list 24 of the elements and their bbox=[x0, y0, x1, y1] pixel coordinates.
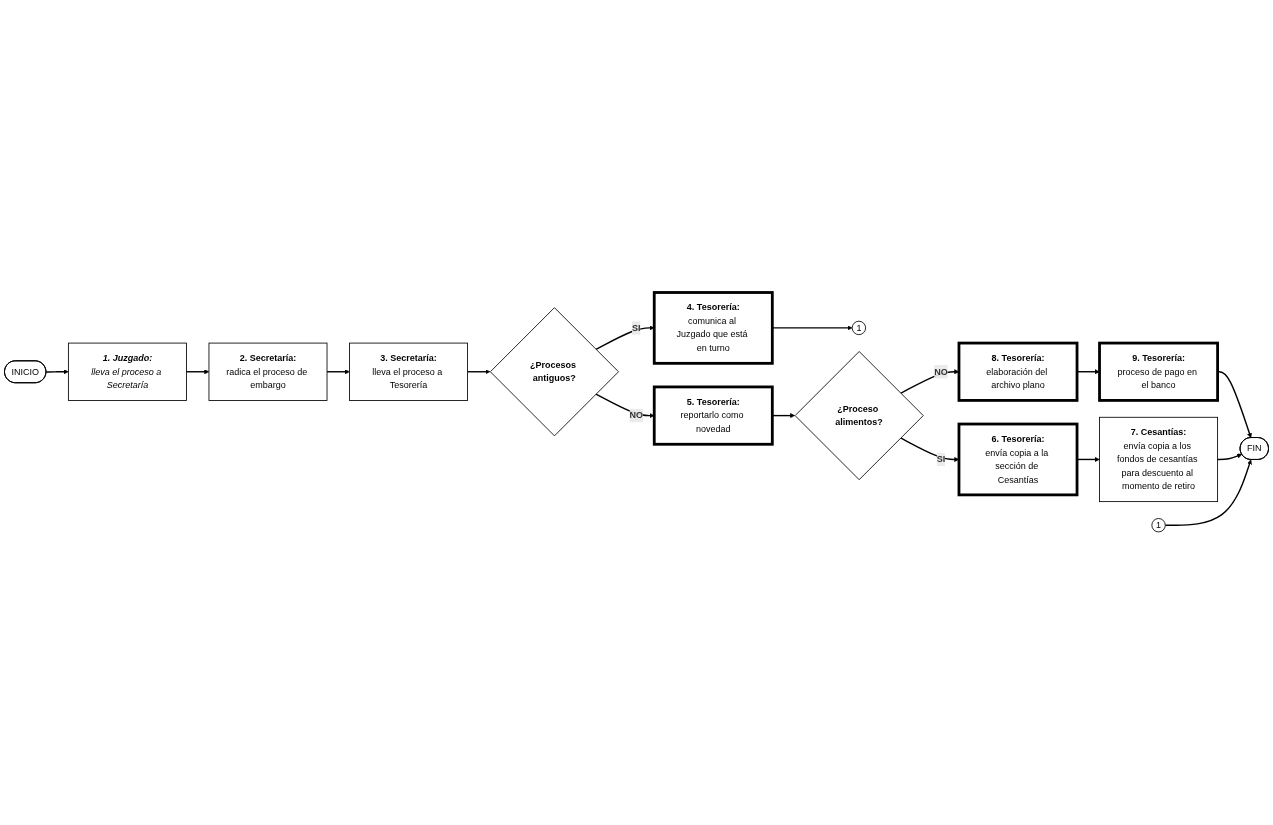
edge-label: NO bbox=[934, 366, 948, 377]
node-box: 5. Tesorería: reportarlo como novedad bbox=[652, 385, 774, 446]
node-box: 7. Cesantías: envía copia a los fondos de cesantías para descuento al momento de retiro bbox=[1099, 417, 1218, 503]
node-diamond: ¿Procesos antiguos? bbox=[489, 307, 619, 437]
arrow bbox=[1216, 453, 1243, 461]
node-box: 9. Tesorería: proceso de pago en el banco bbox=[1098, 341, 1219, 403]
arrow bbox=[185, 369, 210, 375]
arrow bbox=[326, 369, 350, 375]
arrow bbox=[1164, 459, 1252, 527]
arrow bbox=[595, 325, 655, 351]
node-box: 8. Tesorería: elaboración del archivo plano bbox=[957, 341, 1079, 403]
arrow bbox=[466, 369, 491, 375]
edge-label: NO bbox=[629, 410, 643, 421]
edge-label: SI bbox=[936, 454, 946, 465]
edge-label: SI bbox=[632, 323, 641, 333]
arrow bbox=[45, 369, 69, 375]
node-box: 1. Juzgado: lleva el proceso a Secretaría bbox=[68, 342, 187, 402]
node-box: 4. Tesorería: comunica al Juzgado que está en turno bbox=[652, 291, 774, 365]
node-box: 2. Secretaría: radica el proceso de embargo bbox=[208, 342, 328, 402]
node-circle: 1 bbox=[1151, 518, 1166, 533]
node-diamond: ¿Proceso alimentos? bbox=[794, 351, 924, 481]
node-box: 6. Tesorería: envía copia a la sección de Cesantías bbox=[957, 422, 1079, 497]
node-circle: 1 bbox=[851, 321, 867, 336]
node-box: 3. Secretaría: lleva el proceso a Tesorería bbox=[349, 342, 468, 402]
